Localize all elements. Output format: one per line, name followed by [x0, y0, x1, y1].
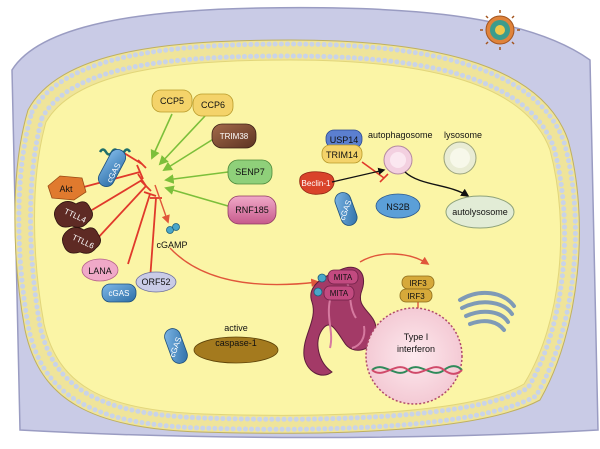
virus-particle	[480, 10, 520, 50]
akt-node: Akt	[47, 175, 87, 201]
cgas-bottom-label: cGAS	[109, 289, 130, 298]
cytoplasm	[34, 59, 562, 416]
arrow-cgamp-to-mita	[169, 247, 320, 287]
nucleus-type-label: Type I	[404, 332, 429, 342]
irf3a-label: IRF3	[409, 279, 427, 288]
trim14-label: TRIM14	[326, 150, 358, 160]
trim14-node: TRIM14	[321, 144, 363, 164]
nucleus: Type I interferon	[365, 307, 463, 405]
cgas-orf52-node: cGAS ORF52	[101, 271, 177, 303]
autophagosome-label: autophagosome	[368, 130, 433, 140]
trim14-inhibit-bar	[379, 173, 389, 183]
mita-upper: MITA	[317, 269, 359, 285]
rnf185-node: RNF185	[227, 195, 277, 225]
ccp6-node: CCP6	[192, 93, 234, 117]
mita1-label: MITA	[334, 273, 353, 282]
senp7-label: SENP7	[235, 167, 265, 177]
ttll4-node: TTLL4	[54, 201, 93, 228]
usp14-label: USP14	[330, 135, 359, 145]
trim38-node: TRIM38	[211, 123, 257, 149]
lana-node: LANA	[81, 258, 119, 282]
cgamp-label: cGAMP	[156, 240, 187, 250]
trim38-label: TRIM38	[220, 132, 249, 141]
mita-lower: MITA	[313, 285, 355, 301]
arrow-cgas-to-cgamp	[154, 184, 170, 224]
membrane-beads-inner	[28, 53, 568, 422]
caspase-node: active caspase-1	[193, 323, 279, 364]
autophagosome	[383, 145, 413, 175]
beclin-to-autophagosome	[331, 167, 386, 183]
trim14-inhibit	[361, 161, 385, 179]
autolysosome-label: autolysosome	[452, 207, 508, 217]
ns2b-label: NS2B	[386, 202, 410, 212]
irf3b-label: IRF3	[407, 292, 425, 301]
lysosome-label: lysosome	[444, 130, 482, 140]
nucleus-interferon-label: interferon	[397, 344, 435, 354]
activation-arrows	[150, 113, 229, 207]
arrow-mita-to-irf3	[359, 253, 430, 265]
caspase-label: caspase-1	[215, 338, 257, 348]
senp7-node: SENP7	[227, 159, 273, 185]
dna-helix-b	[371, 366, 463, 375]
irf3-dimer: IRF3 IRF3	[399, 275, 435, 303]
beclin-label: Beclin-1	[302, 179, 331, 188]
golgi-apparatus	[458, 290, 516, 332]
autophagy-cgas: cGAS	[334, 192, 358, 226]
beclin-node: Beclin-1	[299, 171, 335, 195]
akt-label: Akt	[59, 184, 73, 194]
fusion-arrow	[404, 171, 470, 197]
lysosome	[443, 141, 477, 175]
cgas-lower: cGAS	[164, 328, 188, 364]
lana-label: LANA	[88, 266, 112, 276]
autolysosome: autolysosome	[445, 195, 515, 229]
mita2-label: MITA	[330, 289, 349, 298]
membrane-beads-outer	[16, 41, 578, 432]
ccp5-label: CCP5	[160, 96, 184, 106]
ttll6-node: TTLL6	[62, 227, 101, 254]
ccp5-node: CCP5	[151, 89, 193, 113]
orf52-label: ORF52	[141, 277, 170, 287]
ccp6-label: CCP6	[201, 100, 225, 110]
ns2b-node: NS2B	[375, 193, 421, 219]
rnf185-label: RNF185	[235, 205, 269, 215]
active-label: active	[224, 323, 248, 333]
cgamp: cGAMP	[156, 223, 188, 250]
